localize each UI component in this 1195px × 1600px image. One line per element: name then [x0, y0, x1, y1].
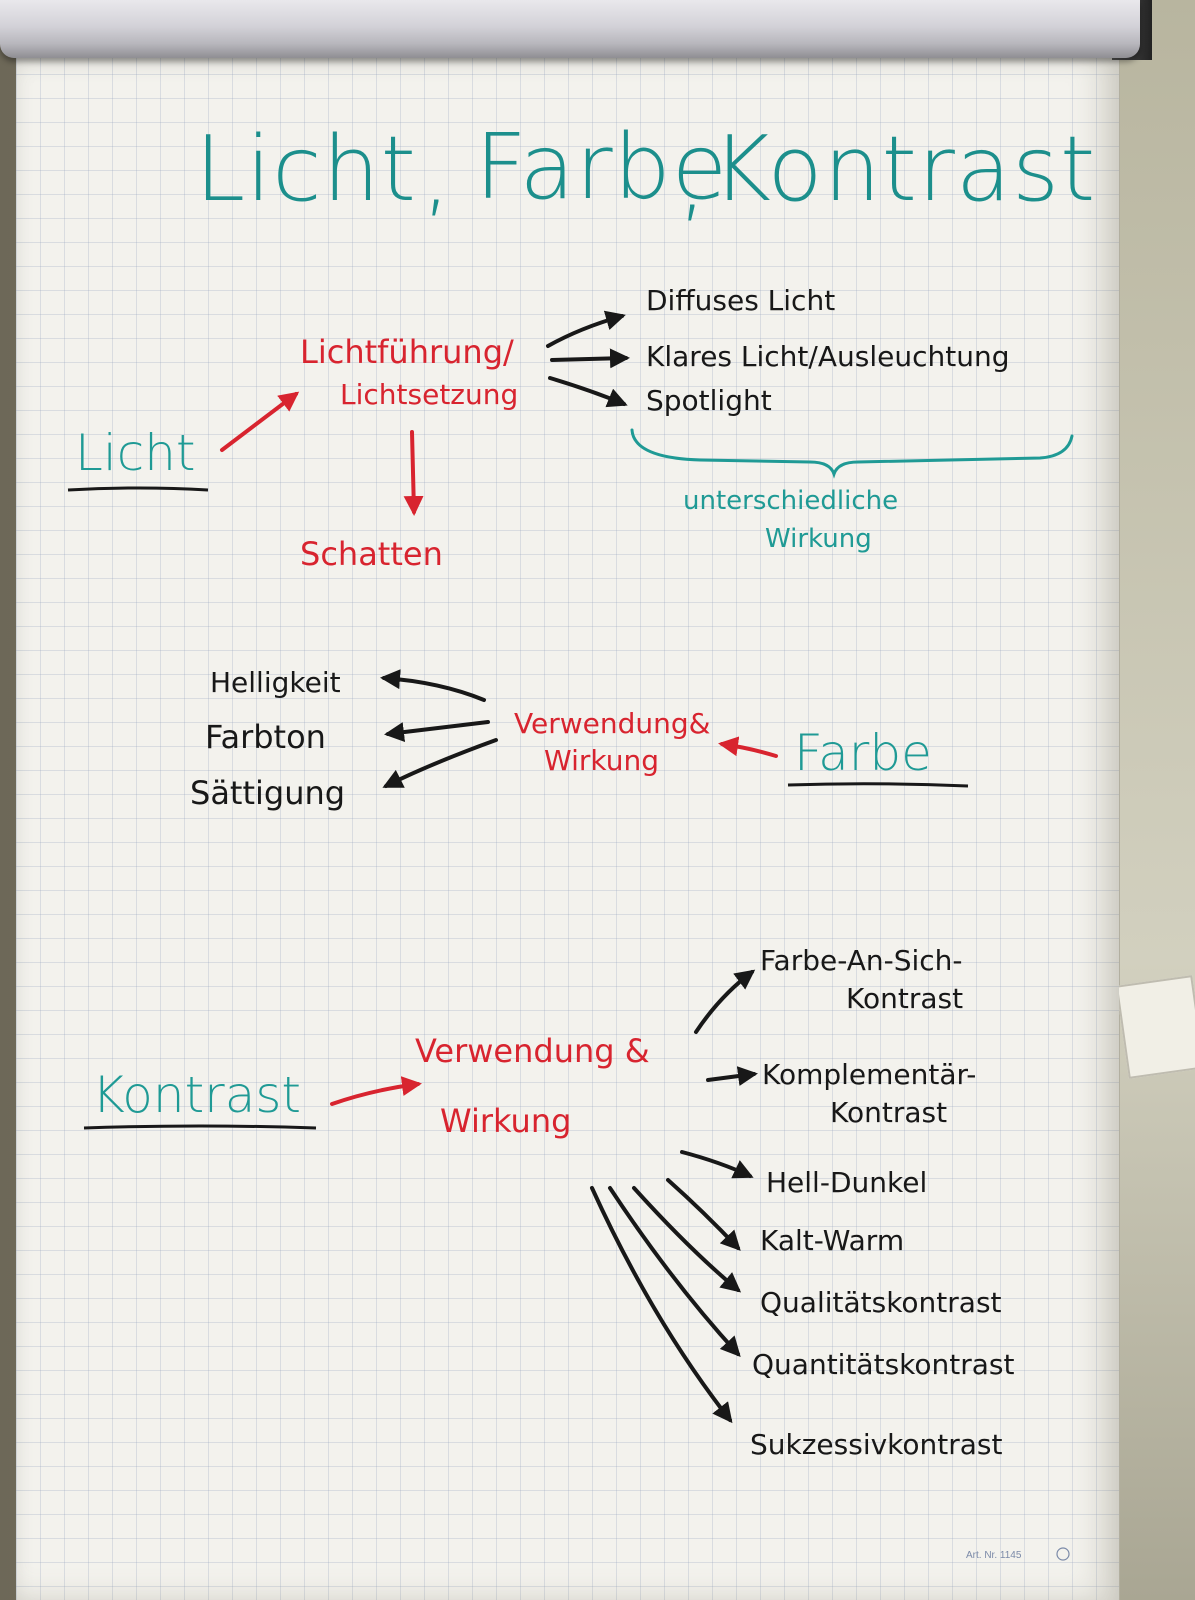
title-comma-2: , [678, 127, 708, 232]
arrow-to-spotlight [550, 378, 624, 404]
arrow-to-saettigung [386, 740, 496, 786]
arrow-kontrast-to-verwendung [332, 1084, 418, 1104]
licht-type-klar: Klares Licht/Ausleuchtung [646, 340, 1009, 373]
arrow-to-sukzessivkontrast [592, 1188, 730, 1420]
title-licht: Licht [195, 117, 417, 222]
arrow-to-klares-licht [552, 358, 626, 360]
licht-type-diffus: Diffuses Licht [646, 284, 835, 317]
farbe-underline [788, 784, 968, 786]
brand-logo [1057, 1548, 1069, 1560]
kontrast-underline [84, 1126, 316, 1128]
farbe-verwendung-line1: Verwendung& [514, 707, 710, 740]
farbe-prop-farbton: Farbton [205, 718, 326, 756]
schatten-label: Schatten [300, 535, 443, 573]
arrow-to-qualitaetskontrast [634, 1188, 738, 1290]
arrow-licht-to-lichtfuehrung [222, 394, 296, 450]
kontrast-verwendung-line2: Wirkung [440, 1102, 571, 1140]
farbe-verwendung-line2: Wirkung [544, 744, 659, 777]
arrow-to-komplementaer [708, 1074, 754, 1080]
title-kontrast: Kontrast [712, 117, 1096, 222]
lichtfuehrung-line1: Lichtführung/ [300, 333, 514, 371]
kontrast-item-qualitaetskontrast: Qualitätskontrast [760, 1286, 1002, 1319]
kontrast-label: Kontrast [92, 1066, 301, 1124]
kontrast-verwendung-line1: Verwendung & [415, 1032, 650, 1070]
licht-label: Licht [75, 424, 196, 482]
kontrast-item-quantitaetskontrast: Quantitätskontrast [752, 1348, 1014, 1381]
farbe-prop-helligkeit: Helligkeit [210, 666, 341, 699]
arrow-to-diffuses-licht [548, 316, 622, 346]
farbe-label: Farbe [794, 724, 932, 782]
farbe-prop-saettigung: Sättigung [190, 774, 345, 812]
arrow-to-farbe-an-sich [696, 972, 752, 1032]
kontrast-item-sukzessivkontrast: Sukzessivkontrast [750, 1428, 1003, 1461]
licht-underline [68, 488, 208, 490]
arrow-to-farbton [388, 722, 488, 734]
arrow-to-hell-dunkel [682, 1152, 750, 1176]
arrow-to-helligkeit [384, 678, 484, 700]
kontrast-item-farbe-an-sich-line2: Kontrast [846, 982, 963, 1015]
article-number: Art. Nr. 1145 [966, 1550, 1022, 1561]
brace-text-line1: unterschiedliche [683, 486, 898, 516]
title-comma-1: , [422, 122, 452, 227]
kontrast-item-komplementaer-line2: Kontrast [830, 1096, 947, 1129]
arrow-to-schatten [412, 432, 414, 512]
curly-brace [632, 430, 1072, 474]
arrow-farbe-to-verwendung [722, 744, 776, 756]
kontrast-item-farbe-an-sich-line1: Farbe-An-Sich- [760, 944, 963, 977]
kontrast-item-komplementaer-line1: Komplementär- [762, 1058, 976, 1091]
lichtfuehrung-line2: Lichtsetzung [340, 378, 518, 411]
licht-type-spotlight: Spotlight [646, 384, 772, 417]
kontrast-item-hell-dunkel: Hell-Dunkel [766, 1166, 927, 1199]
kontrast-item-kalt-warm: Kalt-Warm [760, 1224, 904, 1257]
brace-text-line2: Wirkung [765, 524, 872, 554]
